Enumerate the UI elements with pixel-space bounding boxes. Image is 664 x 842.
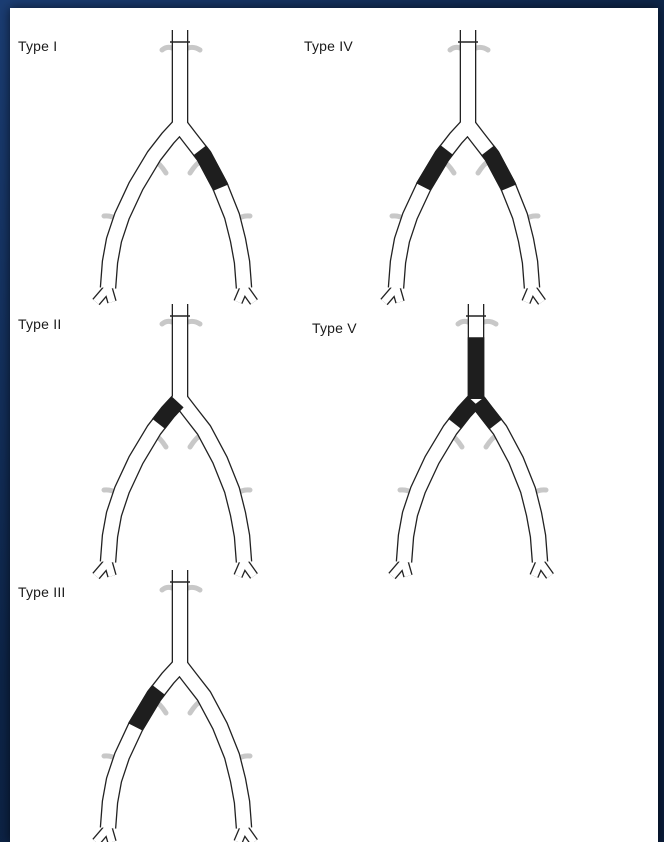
left-renal-stub — [162, 587, 172, 590]
panel-5 — [96, 570, 254, 842]
occlusion-left-common-iliac — [136, 690, 159, 727]
left-inner-branch-lumen — [108, 562, 112, 576]
left-renal-stub — [162, 321, 172, 324]
occlusion-right-common-iliac-proximal — [478, 402, 496, 425]
right-renal-stub — [188, 587, 200, 590]
panel-3 — [96, 304, 254, 576]
right-renal-stub — [484, 321, 496, 324]
left-inner-branch-lumen — [404, 562, 408, 576]
occlusion-left-common-iliac-proximal — [159, 402, 178, 424]
right-renal-stub — [188, 321, 200, 324]
left-inner-branch-lumen — [108, 828, 112, 842]
right-renal-stub — [188, 47, 200, 50]
occlusion-left-common-iliac-proximal — [455, 402, 474, 424]
aortoiliac-diagram — [10, 8, 658, 842]
diagram-canvas: Type I Type IV Type II Type V Type III — [10, 8, 658, 842]
right-renal-stub — [476, 47, 488, 50]
left-renal-stub — [162, 47, 172, 50]
occlusion-right-common-iliac — [488, 150, 509, 187]
panel-2 — [384, 30, 542, 302]
left-renal-stub — [450, 47, 460, 50]
left-inner-branch-lumen — [396, 288, 400, 302]
occlusion-left-common-iliac — [424, 150, 447, 187]
panel-4 — [392, 304, 550, 576]
occlusion-right-common-iliac — [200, 150, 221, 187]
panel-1 — [96, 30, 254, 302]
left-renal-stub — [458, 321, 468, 324]
left-inner-branch-lumen — [108, 288, 112, 302]
